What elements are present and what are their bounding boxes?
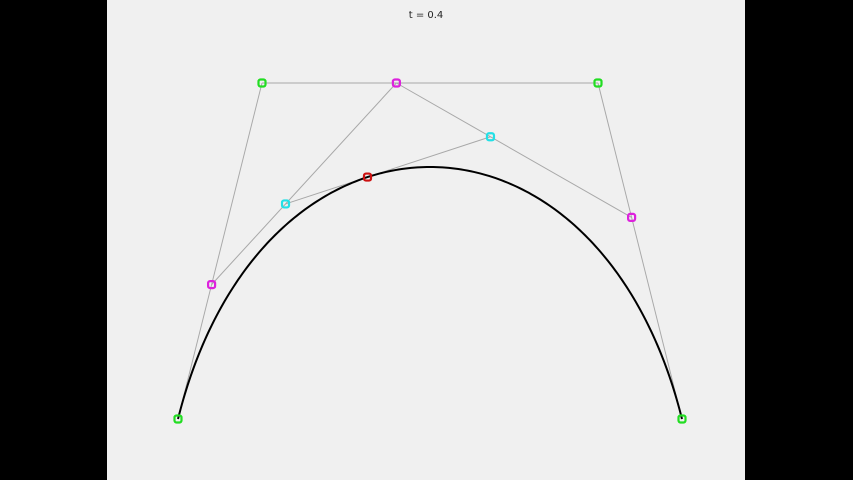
level1-point-2[interactable] xyxy=(626,212,637,222)
control-point-2[interactable] xyxy=(593,78,603,88)
control-point-0[interactable] xyxy=(173,414,183,424)
control-polygon-segment xyxy=(597,82,683,420)
level2-point-0[interactable] xyxy=(280,199,291,209)
level1-segment xyxy=(396,82,632,218)
level2-segment xyxy=(285,136,491,205)
bezier-canvas: t = 0.4 xyxy=(107,0,745,480)
curve-point[interactable] xyxy=(362,172,373,182)
control-point-3[interactable] xyxy=(677,414,687,424)
level2-point-1[interactable] xyxy=(485,132,496,142)
level1-point-1[interactable] xyxy=(391,78,401,88)
bezier-plot xyxy=(173,78,687,424)
control-point-1[interactable] xyxy=(257,78,267,88)
control-polygon-segment xyxy=(177,82,263,420)
t-value-label: t = 0.4 xyxy=(408,10,444,21)
bezier-curve xyxy=(177,165,683,420)
level1-segment xyxy=(211,82,397,285)
level1-point-0[interactable] xyxy=(206,280,217,290)
